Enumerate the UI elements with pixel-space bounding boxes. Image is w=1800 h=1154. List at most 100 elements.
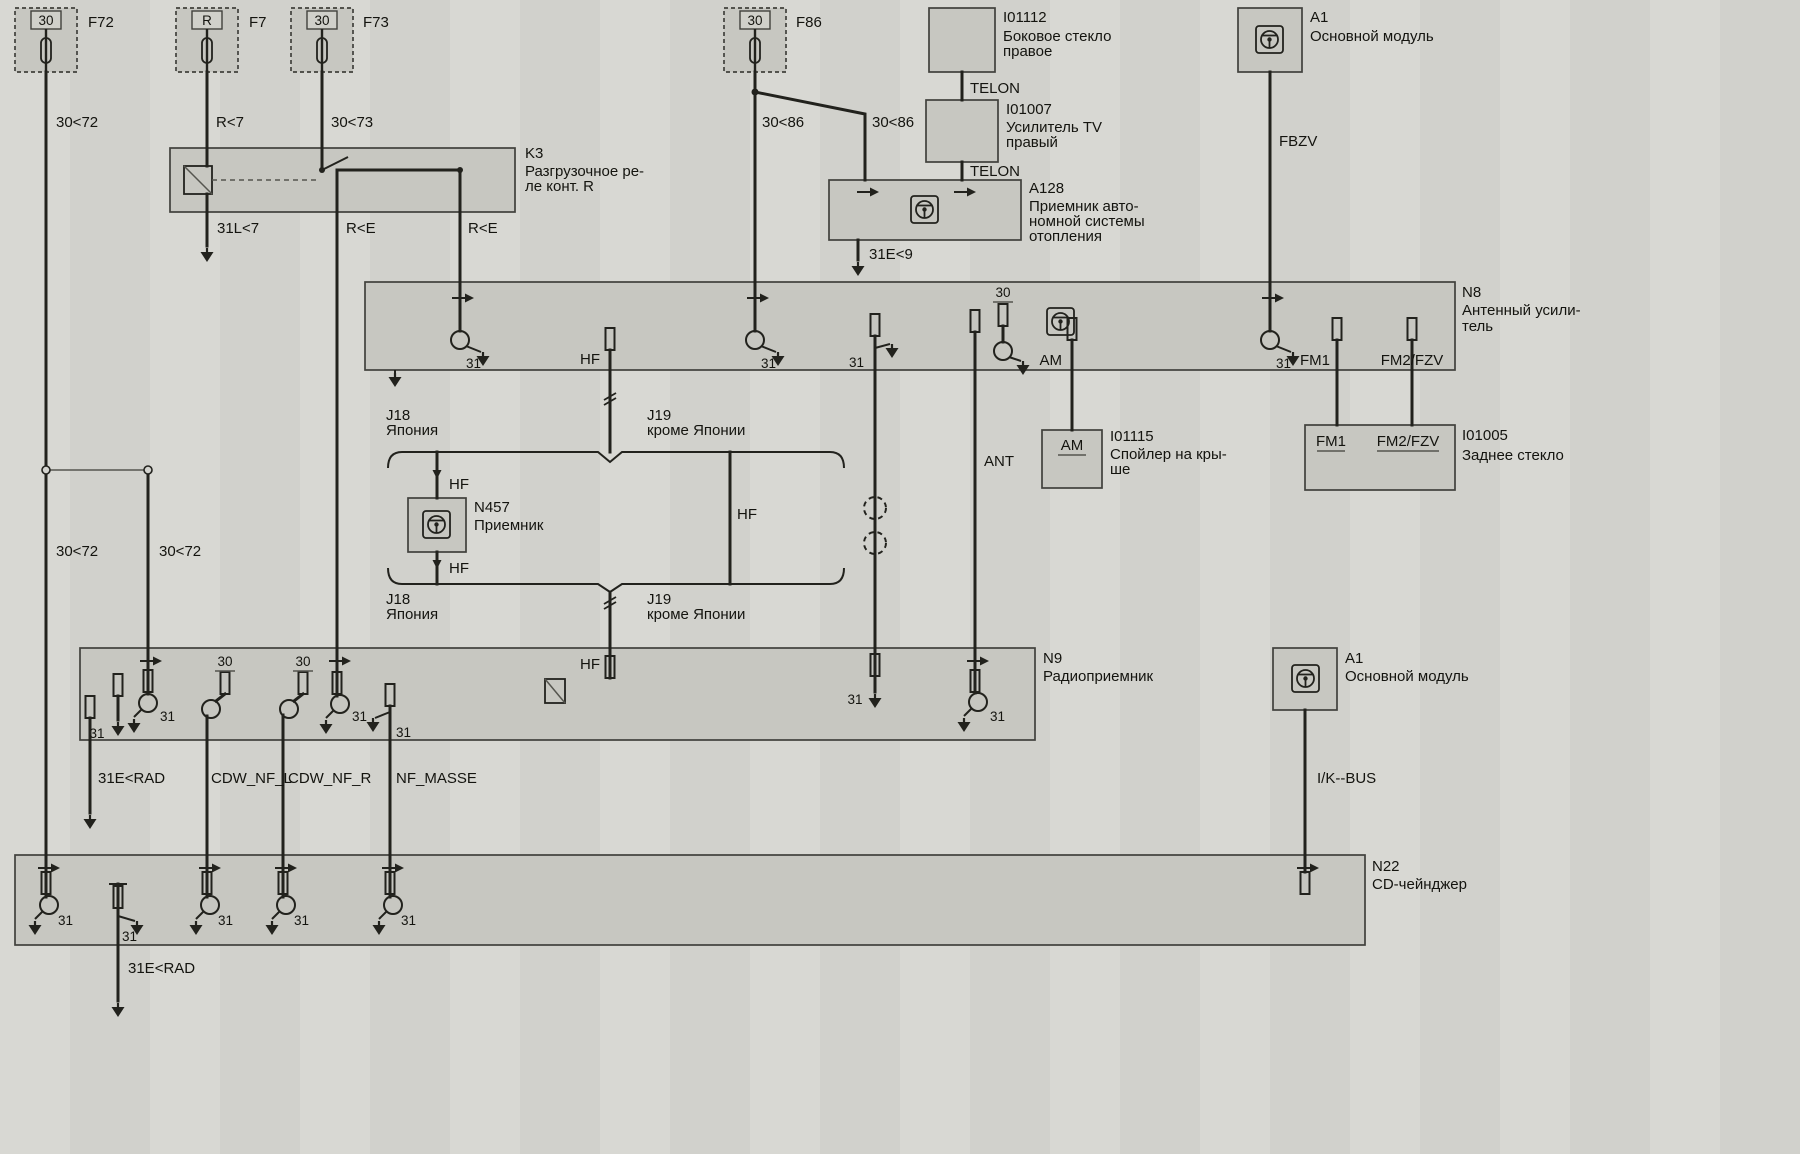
junction-connector-icon [143, 465, 153, 475]
signal-fm2: FM2/FZV [1381, 352, 1444, 369]
ground-icon [199, 246, 215, 264]
variant-label: Япония [386, 606, 438, 623]
variant-label: кроме Японии [647, 422, 745, 439]
wire-label: I/K--BUS [1317, 770, 1376, 787]
wire-label: 30<72 [56, 114, 98, 131]
signal-hf: HF [580, 656, 600, 673]
fuse-id: F86 [796, 14, 822, 31]
signal-fm1: FM1 [1300, 352, 1330, 369]
module-n22: N22 CD-чейнджер [14, 854, 1467, 946]
module-a1-top: A1 Основной модуль [1237, 7, 1434, 73]
terminal-31: 31 [294, 913, 309, 928]
ground-icon [82, 813, 98, 831]
terminal-31: 31 [89, 726, 104, 741]
variant-label: J19 [647, 407, 671, 424]
module-name: Основной модуль [1310, 28, 1434, 45]
wire-label: HF [449, 560, 469, 577]
wire-label: NF_MASSE [396, 770, 477, 787]
module-n8: N8 Антенный усили- тель [364, 281, 1581, 371]
module-name: тель [1462, 318, 1493, 335]
wire-label: 30<72 [56, 543, 98, 560]
module-box [14, 854, 1366, 946]
terminal-label: AM [1061, 437, 1084, 454]
wire-label: 31E<RAD [98, 770, 165, 787]
wire-label: HF [737, 506, 757, 523]
fuse-id: F72 [88, 14, 114, 31]
wire-label: R<7 [216, 114, 244, 131]
shield-connector-icon [863, 531, 887, 555]
n9-internals: 31 31 30 30 31 31 HF 31 31 [84, 653, 1005, 741]
module-i01115: AM I01115 Спойлер на кры- ше [1041, 428, 1227, 489]
module-name: ле конт. R [525, 178, 594, 195]
module-name: Антенный усили- [1462, 302, 1581, 319]
module-name: Приемник авто- [1029, 198, 1139, 215]
terminal-31: 31 [58, 913, 73, 928]
module-id: I01005 [1462, 427, 1508, 444]
wire-label: 30<86 [872, 114, 914, 131]
module-box [364, 281, 1456, 371]
fuse-f73: 30 F73 [290, 7, 389, 73]
wire-label: 30<86 [762, 114, 804, 131]
terminal-31: 31 [761, 356, 776, 371]
signal-hf: HF [580, 351, 600, 368]
variant-label: J18 [386, 407, 410, 424]
terminal-31: 31 [396, 725, 411, 740]
terminal-30: 30 [295, 654, 310, 669]
module-id: I01115 [1110, 428, 1154, 445]
module-name: правый [1006, 134, 1058, 151]
n22-internals: 31 31 31 31 31 [27, 862, 1320, 944]
module-box [925, 99, 999, 163]
module-a128: A128 Приемник авто- номной системы отопл… [828, 179, 1145, 245]
module-name: Заднее стекло [1462, 447, 1564, 464]
fuse-f72: 30 F72 [14, 7, 114, 73]
arrow-down-icon [432, 470, 442, 479]
module-i01005: FM1 FM2/FZV I01005 Заднее стекло [1304, 424, 1564, 491]
fuse-f86: 30 F86 [723, 7, 822, 73]
shield-connector-icon [863, 496, 887, 520]
wire-label: HF [449, 476, 469, 493]
junction-dot [751, 88, 759, 96]
terminal-31: 31 [1276, 356, 1291, 371]
terminal-label: FM1 [1316, 433, 1346, 450]
terminal-31: 31 [218, 913, 233, 928]
terminal-30: 30 [995, 285, 1010, 300]
terminal-31: 31 [990, 709, 1005, 724]
terminal-31: 31 [466, 356, 481, 371]
variant-label: Япония [386, 422, 438, 439]
terminal-31: 31 [847, 692, 862, 707]
module-a1-bottom: A1 Основной модуль [1272, 647, 1469, 711]
terminal-31: 31 [849, 355, 864, 370]
module-id: A1 [1345, 650, 1363, 667]
ground-icon [850, 260, 866, 278]
module-name: Основной модуль [1345, 668, 1469, 685]
terminal-31: 31 [352, 709, 367, 724]
signal-am: AM [1040, 352, 1063, 369]
coupler-icon [544, 678, 566, 704]
fuse-id: F7 [249, 14, 267, 31]
module-box [828, 179, 1022, 241]
wire-label: TELON [970, 163, 1020, 180]
wire-label: ANT [984, 453, 1014, 470]
module-box [1041, 429, 1103, 489]
wire-labels: 30<72 R<7 30<73 30<86 30<86 TELON TELON … [56, 80, 1376, 977]
wire-label: 31E<RAD [128, 960, 195, 977]
wire-label: CDW_NF_L [211, 770, 292, 787]
wire-label: 31L<7 [217, 220, 259, 237]
terminal-label: 30 [314, 13, 329, 28]
module-n457: N457 Приемник [407, 497, 544, 553]
module-id: N8 [1462, 284, 1481, 301]
module-name: отопления [1029, 228, 1102, 245]
terminal-label: 30 [747, 13, 762, 28]
ground-icon [110, 1001, 126, 1019]
wire-label: 31E<9 [869, 246, 913, 263]
module-name: Радиоприемник [1043, 668, 1153, 685]
fuse-id: F73 [363, 14, 389, 31]
module-i01112: I01112 Боковое стекло правое [928, 7, 1111, 73]
wire-label: FBZV [1279, 133, 1317, 150]
wire-label: R<E [468, 220, 498, 237]
module-name: ше [1110, 461, 1130, 478]
module-box [928, 7, 996, 73]
wire-label: CDW_NF_R [288, 770, 372, 787]
